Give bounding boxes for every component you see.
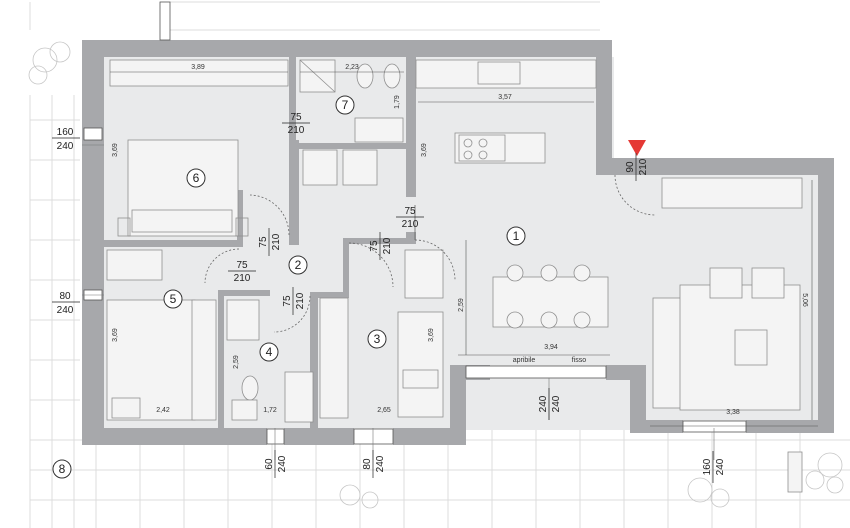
window-label-room5: 80 240 xyxy=(52,291,80,316)
room-5-circle xyxy=(163,289,183,309)
door-label-room4: 75 210 xyxy=(282,287,306,315)
door-label-room7: 75 210 xyxy=(282,112,310,136)
door-width: 75 xyxy=(369,240,380,252)
room-4-number: 4 xyxy=(266,345,273,359)
window-width: 80 xyxy=(362,458,373,470)
room-2-number: 2 xyxy=(295,258,302,272)
bathroom-7-fixtures xyxy=(299,59,404,186)
window-width: 160 xyxy=(57,127,74,138)
dim-223: 2,23 xyxy=(345,64,359,71)
dim-369-room5: 3,69 xyxy=(112,328,119,342)
window-width: 240 xyxy=(538,395,549,412)
door-width: 75 xyxy=(258,236,269,248)
window-width: 80 xyxy=(59,291,71,302)
window-label-living: 160 240 xyxy=(702,451,726,483)
window-height: 240 xyxy=(57,305,74,316)
dim-242: 2,42 xyxy=(156,407,170,414)
window-label-room1-south: 240 240 xyxy=(538,388,562,420)
room-1-circle xyxy=(506,226,526,246)
door-height: 210 xyxy=(638,158,649,175)
window-label-room4: 60 240 xyxy=(264,450,288,478)
window-height: 240 xyxy=(715,458,726,475)
room-6-number: 6 xyxy=(193,171,200,185)
door-width: 75 xyxy=(236,260,248,271)
entrance-marker-icon xyxy=(628,140,646,156)
dim-389: 3,89 xyxy=(191,64,205,71)
door-width: 75 xyxy=(282,295,293,307)
door-label-room1: 75 210 xyxy=(396,206,424,230)
door-height: 210 xyxy=(382,237,393,254)
door-width: 75 xyxy=(404,206,416,217)
room-3-circle xyxy=(367,329,387,349)
terrace-tile-grid xyxy=(29,1,850,528)
door-height: 210 xyxy=(234,273,251,284)
double-bed xyxy=(117,139,249,237)
dim-179: 1,79 xyxy=(394,95,401,109)
room-6-circle xyxy=(186,168,206,188)
dimension-lines xyxy=(110,71,818,427)
dim-357: 3,57 xyxy=(498,94,512,101)
door-label-entry: 90 210 xyxy=(625,153,649,181)
plant-decoration xyxy=(28,41,844,509)
door-width: 90 xyxy=(625,161,636,173)
room-3-number: 3 xyxy=(374,332,381,346)
bedroom-5-furniture xyxy=(106,249,217,421)
door-label-room6: 75 210 xyxy=(258,228,282,256)
window-width: 160 xyxy=(702,458,713,475)
dim-369-room3: 3,69 xyxy=(428,328,435,342)
bedroom-3-furniture xyxy=(319,249,444,419)
door-height: 210 xyxy=(295,292,306,309)
window-label-fisso: fisso xyxy=(572,357,587,364)
door-height: 210 xyxy=(271,233,282,250)
dim-172: 1,72 xyxy=(263,407,277,414)
living-furniture xyxy=(652,177,803,411)
window-label-room6: 160 240 xyxy=(52,127,80,152)
door-height: 210 xyxy=(288,125,305,136)
kitchen-counter xyxy=(415,59,597,164)
dim-338: 3,38 xyxy=(726,409,740,416)
dim-394: 3,94 xyxy=(544,344,558,351)
window-label-room3: 80 240 xyxy=(362,450,386,478)
window-height: 240 xyxy=(551,395,562,412)
room-1-number: 1 xyxy=(513,229,520,243)
room-7-circle xyxy=(335,95,355,115)
room-5-number: 5 xyxy=(170,292,177,306)
dim-369-kitchen: 3,69 xyxy=(421,143,428,157)
room-2-circle xyxy=(288,255,308,275)
door-height: 210 xyxy=(402,219,419,230)
window-label-apribile: apribile xyxy=(513,357,536,364)
window-height: 240 xyxy=(57,141,74,152)
room-8-number: 8 xyxy=(59,462,66,476)
room-4-circle xyxy=(259,342,279,362)
terrace-bench xyxy=(787,451,803,493)
dim-506: 5,06 xyxy=(801,293,808,307)
window-height: 240 xyxy=(375,455,386,472)
door-label-room3: 75 210 xyxy=(369,232,393,260)
window-height: 240 xyxy=(277,455,288,472)
door-label-room5: 75 210 xyxy=(228,260,256,284)
door-width: 75 xyxy=(290,112,302,123)
walls xyxy=(82,40,834,445)
dining-table xyxy=(492,264,609,329)
door-swings xyxy=(204,174,656,333)
bathroom-4-fixtures xyxy=(226,299,314,423)
room-8-circle xyxy=(52,459,72,479)
room-7-number: 7 xyxy=(342,98,349,112)
dim-259-room1: 2,59 xyxy=(458,298,465,312)
dim-259-room4: 2,59 xyxy=(233,355,240,369)
window-width: 60 xyxy=(264,458,275,470)
wardrobe xyxy=(109,59,289,87)
dim-265: 2,65 xyxy=(377,407,391,414)
dim-369-room6: 3,69 xyxy=(112,143,119,157)
